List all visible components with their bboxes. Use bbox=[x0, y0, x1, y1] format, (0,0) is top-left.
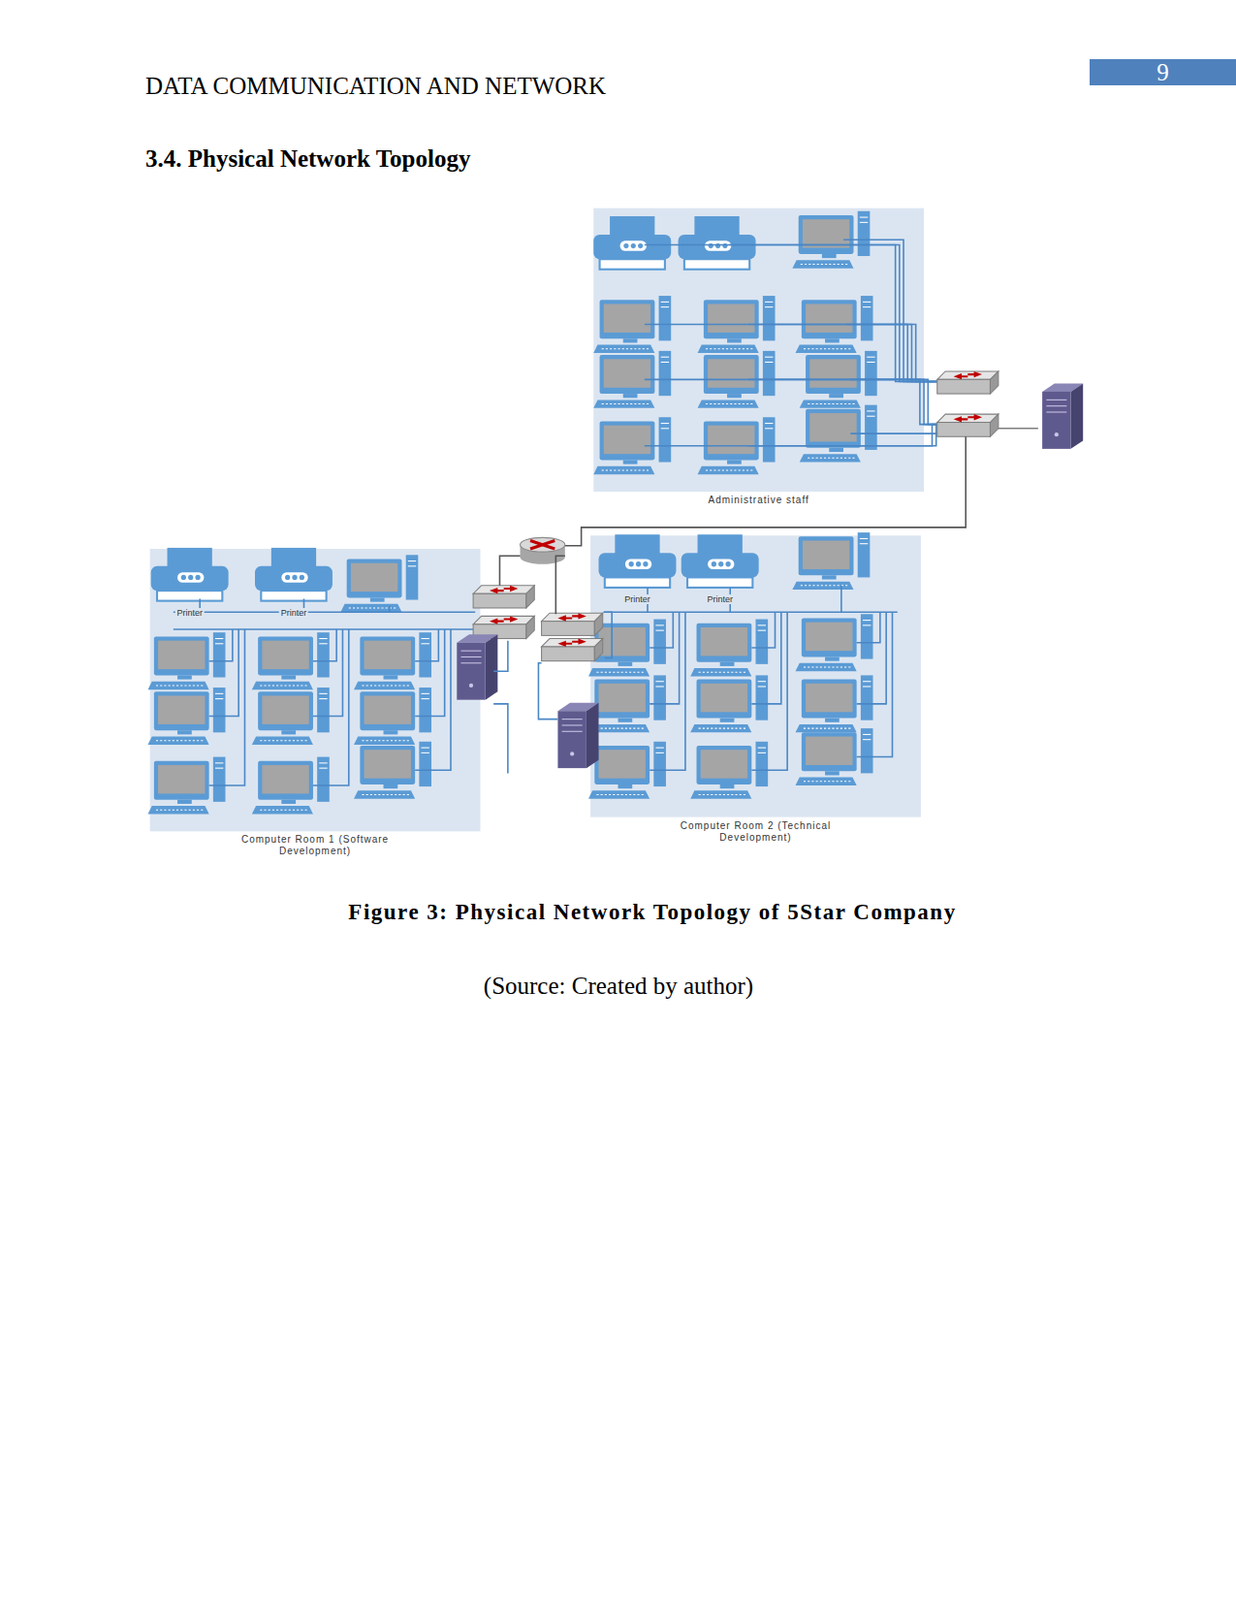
room-region: Administrative staff bbox=[593, 208, 924, 492]
network-cable bbox=[499, 555, 520, 586]
network-cable bbox=[644, 324, 939, 382]
network-cable bbox=[644, 379, 939, 424]
network-cable bbox=[856, 611, 888, 704]
network-cable bbox=[649, 611, 673, 648]
network-cable bbox=[751, 611, 782, 704]
printer-icon bbox=[678, 216, 757, 270]
network-cable bbox=[313, 629, 337, 662]
network-cable bbox=[856, 611, 881, 643]
network-cable bbox=[555, 555, 565, 614]
network-cable bbox=[751, 611, 788, 770]
network-cable bbox=[644, 244, 939, 381]
network-cable bbox=[644, 424, 939, 446]
computer-icon bbox=[792, 532, 870, 590]
network-cable bbox=[414, 629, 445, 716]
network-cable bbox=[840, 585, 843, 612]
switch-icon bbox=[473, 585, 535, 608]
network-cable bbox=[748, 379, 939, 424]
room-band bbox=[150, 548, 481, 831]
printer-label: Printer bbox=[279, 607, 310, 618]
network-cable bbox=[565, 436, 966, 546]
switch-icon bbox=[937, 371, 999, 394]
network-cable bbox=[846, 324, 939, 382]
printer-icon bbox=[599, 534, 677, 588]
diagram-group bbox=[148, 208, 1084, 832]
switch-icon bbox=[541, 612, 603, 635]
running-header: DATA COMMUNICATION AND NETWORK bbox=[145, 72, 606, 100]
printer-icon bbox=[593, 216, 671, 270]
printer-icon bbox=[151, 547, 229, 602]
network-cable bbox=[209, 629, 233, 662]
room-region: Computer Room 1 (Software Development) bbox=[150, 548, 481, 831]
printer-icon bbox=[681, 534, 760, 588]
section-heading: 3.4. Physical Network Topology bbox=[145, 145, 471, 173]
network-cable bbox=[649, 611, 686, 770]
source-note: (Source: Created by author) bbox=[483, 972, 754, 1000]
network-cable bbox=[313, 629, 349, 786]
network-cable bbox=[414, 629, 439, 662]
server-icon bbox=[1042, 383, 1083, 449]
room-band bbox=[593, 208, 924, 492]
network-cable bbox=[649, 611, 680, 704]
network-cable bbox=[209, 629, 240, 716]
room-region: Computer Room 2 (Technical Development) bbox=[590, 535, 921, 817]
server-icon bbox=[557, 702, 599, 768]
room-label: Administrative staff bbox=[662, 494, 856, 507]
network-cable bbox=[414, 629, 451, 770]
network-cable bbox=[850, 379, 938, 424]
network-cable bbox=[998, 427, 1039, 430]
computer-icon bbox=[340, 554, 418, 612]
network-cable bbox=[493, 640, 508, 672]
server-icon bbox=[456, 633, 498, 699]
network-cable bbox=[850, 424, 941, 434]
printer-icon bbox=[254, 547, 333, 602]
switch-icon bbox=[937, 413, 999, 437]
network-cable bbox=[209, 629, 246, 786]
network-cable bbox=[603, 611, 612, 658]
printer-label: Printer bbox=[622, 594, 653, 604]
network-cable bbox=[843, 239, 939, 381]
network-cable bbox=[538, 663, 558, 720]
room-label: Computer Room 1 (Software Development) bbox=[218, 833, 412, 857]
network-cable bbox=[493, 703, 508, 774]
network-cable bbox=[856, 611, 893, 757]
network-cable bbox=[173, 628, 476, 631]
network-cable bbox=[173, 610, 476, 613]
network-cable bbox=[751, 611, 775, 648]
network-cable bbox=[313, 629, 344, 716]
printer-label: Printer bbox=[174, 607, 205, 618]
network-cable bbox=[748, 424, 939, 446]
switch-icon bbox=[541, 638, 603, 662]
room-label: Computer Room 2 (Technical Development) bbox=[659, 820, 854, 844]
router-icon bbox=[520, 537, 566, 564]
page-number: 9 bbox=[1089, 59, 1236, 86]
network-cable bbox=[748, 324, 939, 382]
figure-caption: Figure 3: Physical Network Topology of 5… bbox=[348, 899, 956, 925]
network-cable bbox=[388, 605, 391, 612]
printer-label: Printer bbox=[704, 594, 735, 604]
